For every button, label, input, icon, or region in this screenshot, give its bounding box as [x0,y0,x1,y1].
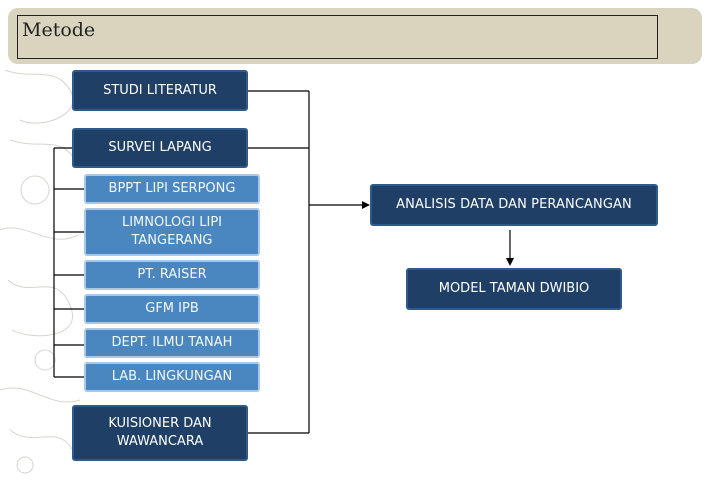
location-gfm-box: GFM IPB [84,294,260,324]
survei-lapang-label: SURVEI LAPANG [108,140,212,156]
location-raiser-box: PT. RAISER [84,260,260,290]
location-label: PT. RAISER [137,267,207,283]
location-lab-lingkungan-box: LAB. LINGKUNGAN [84,362,260,392]
analisis-box: ANALISIS DATA DAN PERANCANGAN [370,184,658,226]
page-title: Metode [22,19,96,41]
location-label: LAB. LINGKUNGAN [111,369,233,385]
kuisioner-label: KUISIONER DAN WAWANCARA [108,416,212,449]
analisis-label: ANALISIS DATA DAN PERANCANGAN [396,197,632,213]
background-sketch [0,69,80,474]
kuisioner-box: KUISIONER DAN WAWANCARA [72,405,248,461]
title-bar [8,8,702,64]
location-label: GFM IPB [145,301,199,317]
location-label: DEPT. ILMU TANAH [111,335,233,351]
model-label: MODEL TAMAN DWIBIO [438,281,590,297]
studi-literatur-label: STUDI LITERATUR [103,82,217,98]
survei-lapang-box: SURVEI LAPANG [72,128,248,168]
location-limnologi-box: LIMNOLOGI LIPI TANGERANG [84,208,260,256]
title-frame [17,15,658,59]
location-label: BPPT LIPI SERPONG [108,181,236,197]
studi-literatur-box: STUDI LITERATUR [72,70,248,111]
model-box: MODEL TAMAN DWIBIO [406,268,622,310]
location-label: LIMNOLOGI LIPI TANGERANG [121,215,223,248]
location-dept-ilmu-tanah-box: DEPT. ILMU TANAH [84,328,260,358]
location-bppt-box: BPPT LIPI SERPONG [84,174,260,204]
